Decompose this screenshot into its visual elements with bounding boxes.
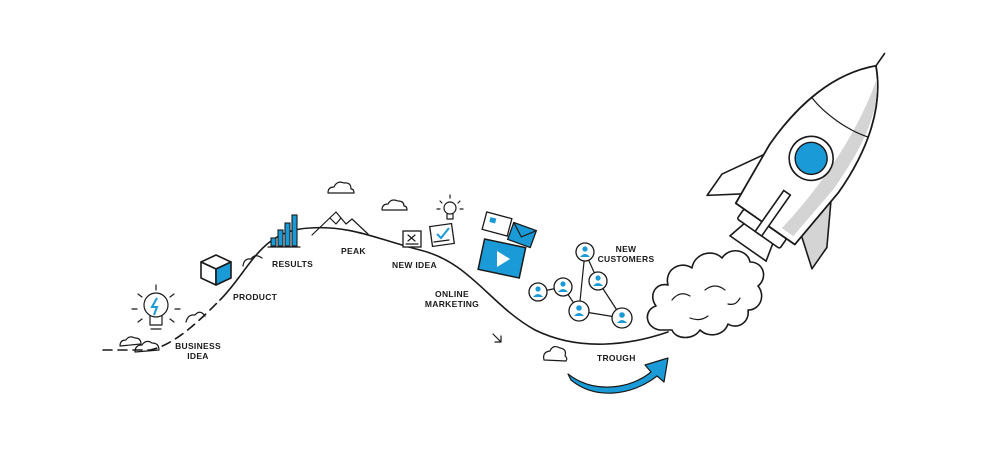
bar-chart-icon	[267, 214, 301, 248]
cloud-icon	[543, 345, 568, 362]
email-icon	[481, 211, 538, 249]
mountain-icon	[311, 211, 369, 236]
label-peak: PEAK	[341, 246, 366, 256]
label-business-idea-2: IDEA	[187, 351, 209, 361]
label-new-idea: NEW IDEA	[392, 260, 437, 270]
document-x-icon	[402, 230, 422, 248]
cloud-icon	[119, 336, 160, 353]
curved-arrow-icon	[567, 357, 669, 394]
cube-icon	[200, 254, 263, 286]
user-network-icon	[528, 242, 633, 329]
cloud-icon	[327, 181, 408, 211]
label-new-customers-2: CUSTOMERS	[598, 254, 655, 264]
label-online-marketing-2: MARKETING	[425, 299, 479, 309]
label-business-idea: BUSINESS	[175, 341, 221, 351]
lightbulb-icon	[131, 284, 206, 330]
label-online-marketing: ONLINE	[435, 289, 469, 299]
label-new-customers: NEW	[616, 244, 637, 254]
small-arrow-icon	[492, 333, 502, 343]
label-product: PRODUCT	[233, 292, 278, 302]
smoke-cloud-icon	[646, 250, 765, 339]
rocket-icon	[706, 52, 886, 270]
video-play-icon	[477, 238, 527, 279]
checklist-icon	[428, 222, 456, 248]
small-bulb-icon	[436, 194, 464, 220]
label-trough: TROUGH	[597, 353, 636, 363]
label-results: RESULTS	[272, 259, 313, 269]
